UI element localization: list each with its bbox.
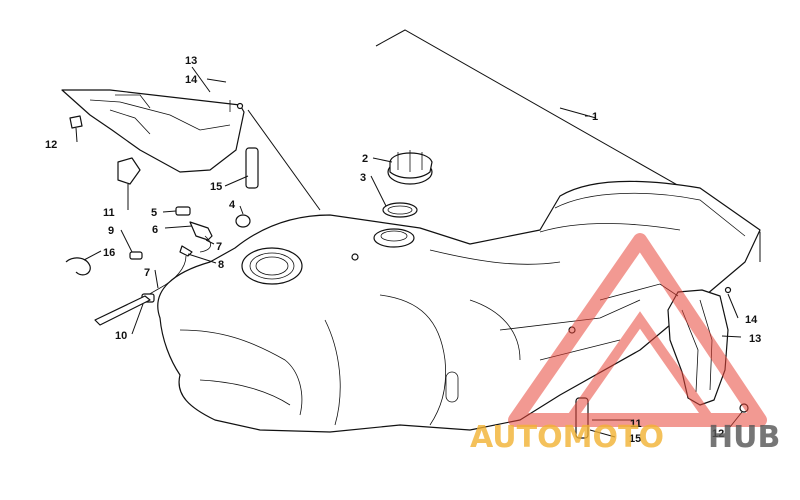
- fuel-cap: [387, 150, 433, 185]
- callout-10: 10: [115, 330, 127, 342]
- callout-1: 1: [592, 111, 598, 123]
- callout-7a: 7: [216, 241, 222, 253]
- callout-11a: 11: [103, 207, 115, 219]
- callout-14a: 14: [185, 74, 198, 86]
- watermark-brand-a: AUTOMOTO: [470, 420, 664, 455]
- callout-6: 6: [152, 224, 158, 236]
- gasket: [382, 202, 418, 218]
- fuel-tank: [157, 180, 761, 433]
- callout-5: 5: [151, 207, 157, 219]
- fittings-and-hoses: [94, 206, 213, 326]
- watermark-logo: [508, 233, 767, 427]
- callout-8: 8: [218, 259, 224, 271]
- left-shield-assembly: [61, 89, 259, 189]
- callout-11b: 11: [630, 418, 642, 430]
- callout-12b: 12: [712, 428, 724, 440]
- callout-4: 4: [229, 199, 236, 211]
- callout-12a: 12: [45, 139, 57, 151]
- callout-15a: 15: [210, 181, 222, 193]
- callout-13b: 13: [749, 333, 761, 345]
- callout-3: 3: [360, 172, 366, 184]
- callout-15b: 15: [629, 433, 641, 445]
- callout-16: 16: [103, 247, 115, 259]
- callout-2: 2: [362, 153, 368, 165]
- callout-14b: 14: [745, 314, 758, 326]
- callout-13a: 13: [185, 55, 197, 67]
- callout-9: 9: [108, 225, 114, 237]
- callout-7b: 7: [144, 267, 150, 279]
- watermark-brand-b: HUB: [708, 420, 780, 455]
- clamp: [65, 257, 91, 276]
- grommet: [235, 214, 251, 228]
